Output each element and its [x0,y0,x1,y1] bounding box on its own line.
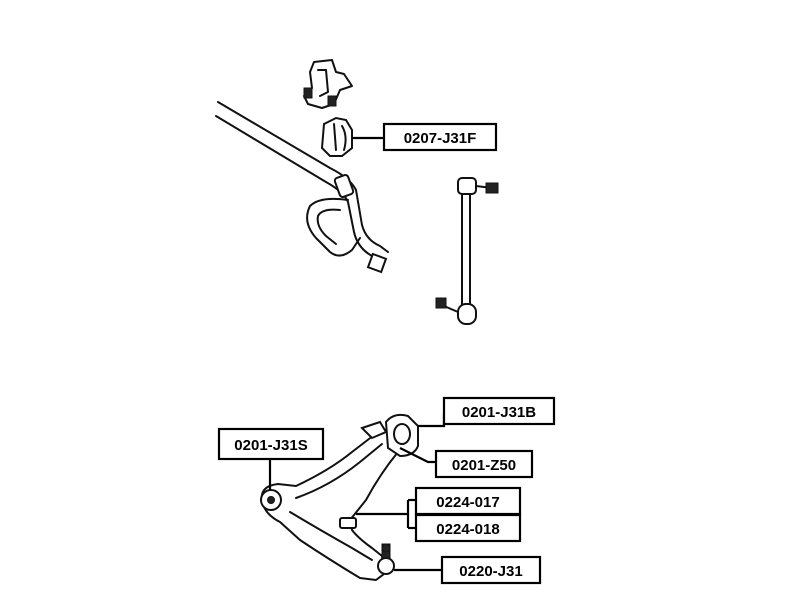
label-arm-bolts: 0224-017 0224-018 [356,486,522,543]
part-number-arm-bolt-b: 0224-018 [436,521,499,538]
part-number-lower-arm-front-bushing: 0201-J31S [234,437,307,454]
part-number-arm-bolt-a: 0224-017 [436,494,499,511]
stabilizer-link [435,177,499,325]
label-lower-arm-rear-bushing: 0201-J31B [418,396,556,428]
part-number-lower-arm-mount-bushing: 0201-Z50 [452,457,516,474]
part-number-lower-arm-rear-bushing: 0201-J31B [462,404,536,421]
label-lower-arm-mount-bushing: 0201-Z50 [399,447,534,479]
lower-arm-rear-bushing [384,413,419,458]
lower-control-arm [260,420,405,581]
stabilizer-bar-assembly [215,101,389,274]
stabilizer-bracket [303,59,353,109]
label-ball-joint: 0220-J31 [394,555,542,585]
part-number-stabilizer-bushing: 0207-J31F [404,130,477,147]
part-number-ball-joint: 0220-J31 [459,563,522,580]
label-stabilizer-bushing: 0207-J31F [352,122,498,152]
stabilizer-bushing [320,116,353,157]
label-lower-arm-front-bushing: 0201-J31S [217,427,325,490]
